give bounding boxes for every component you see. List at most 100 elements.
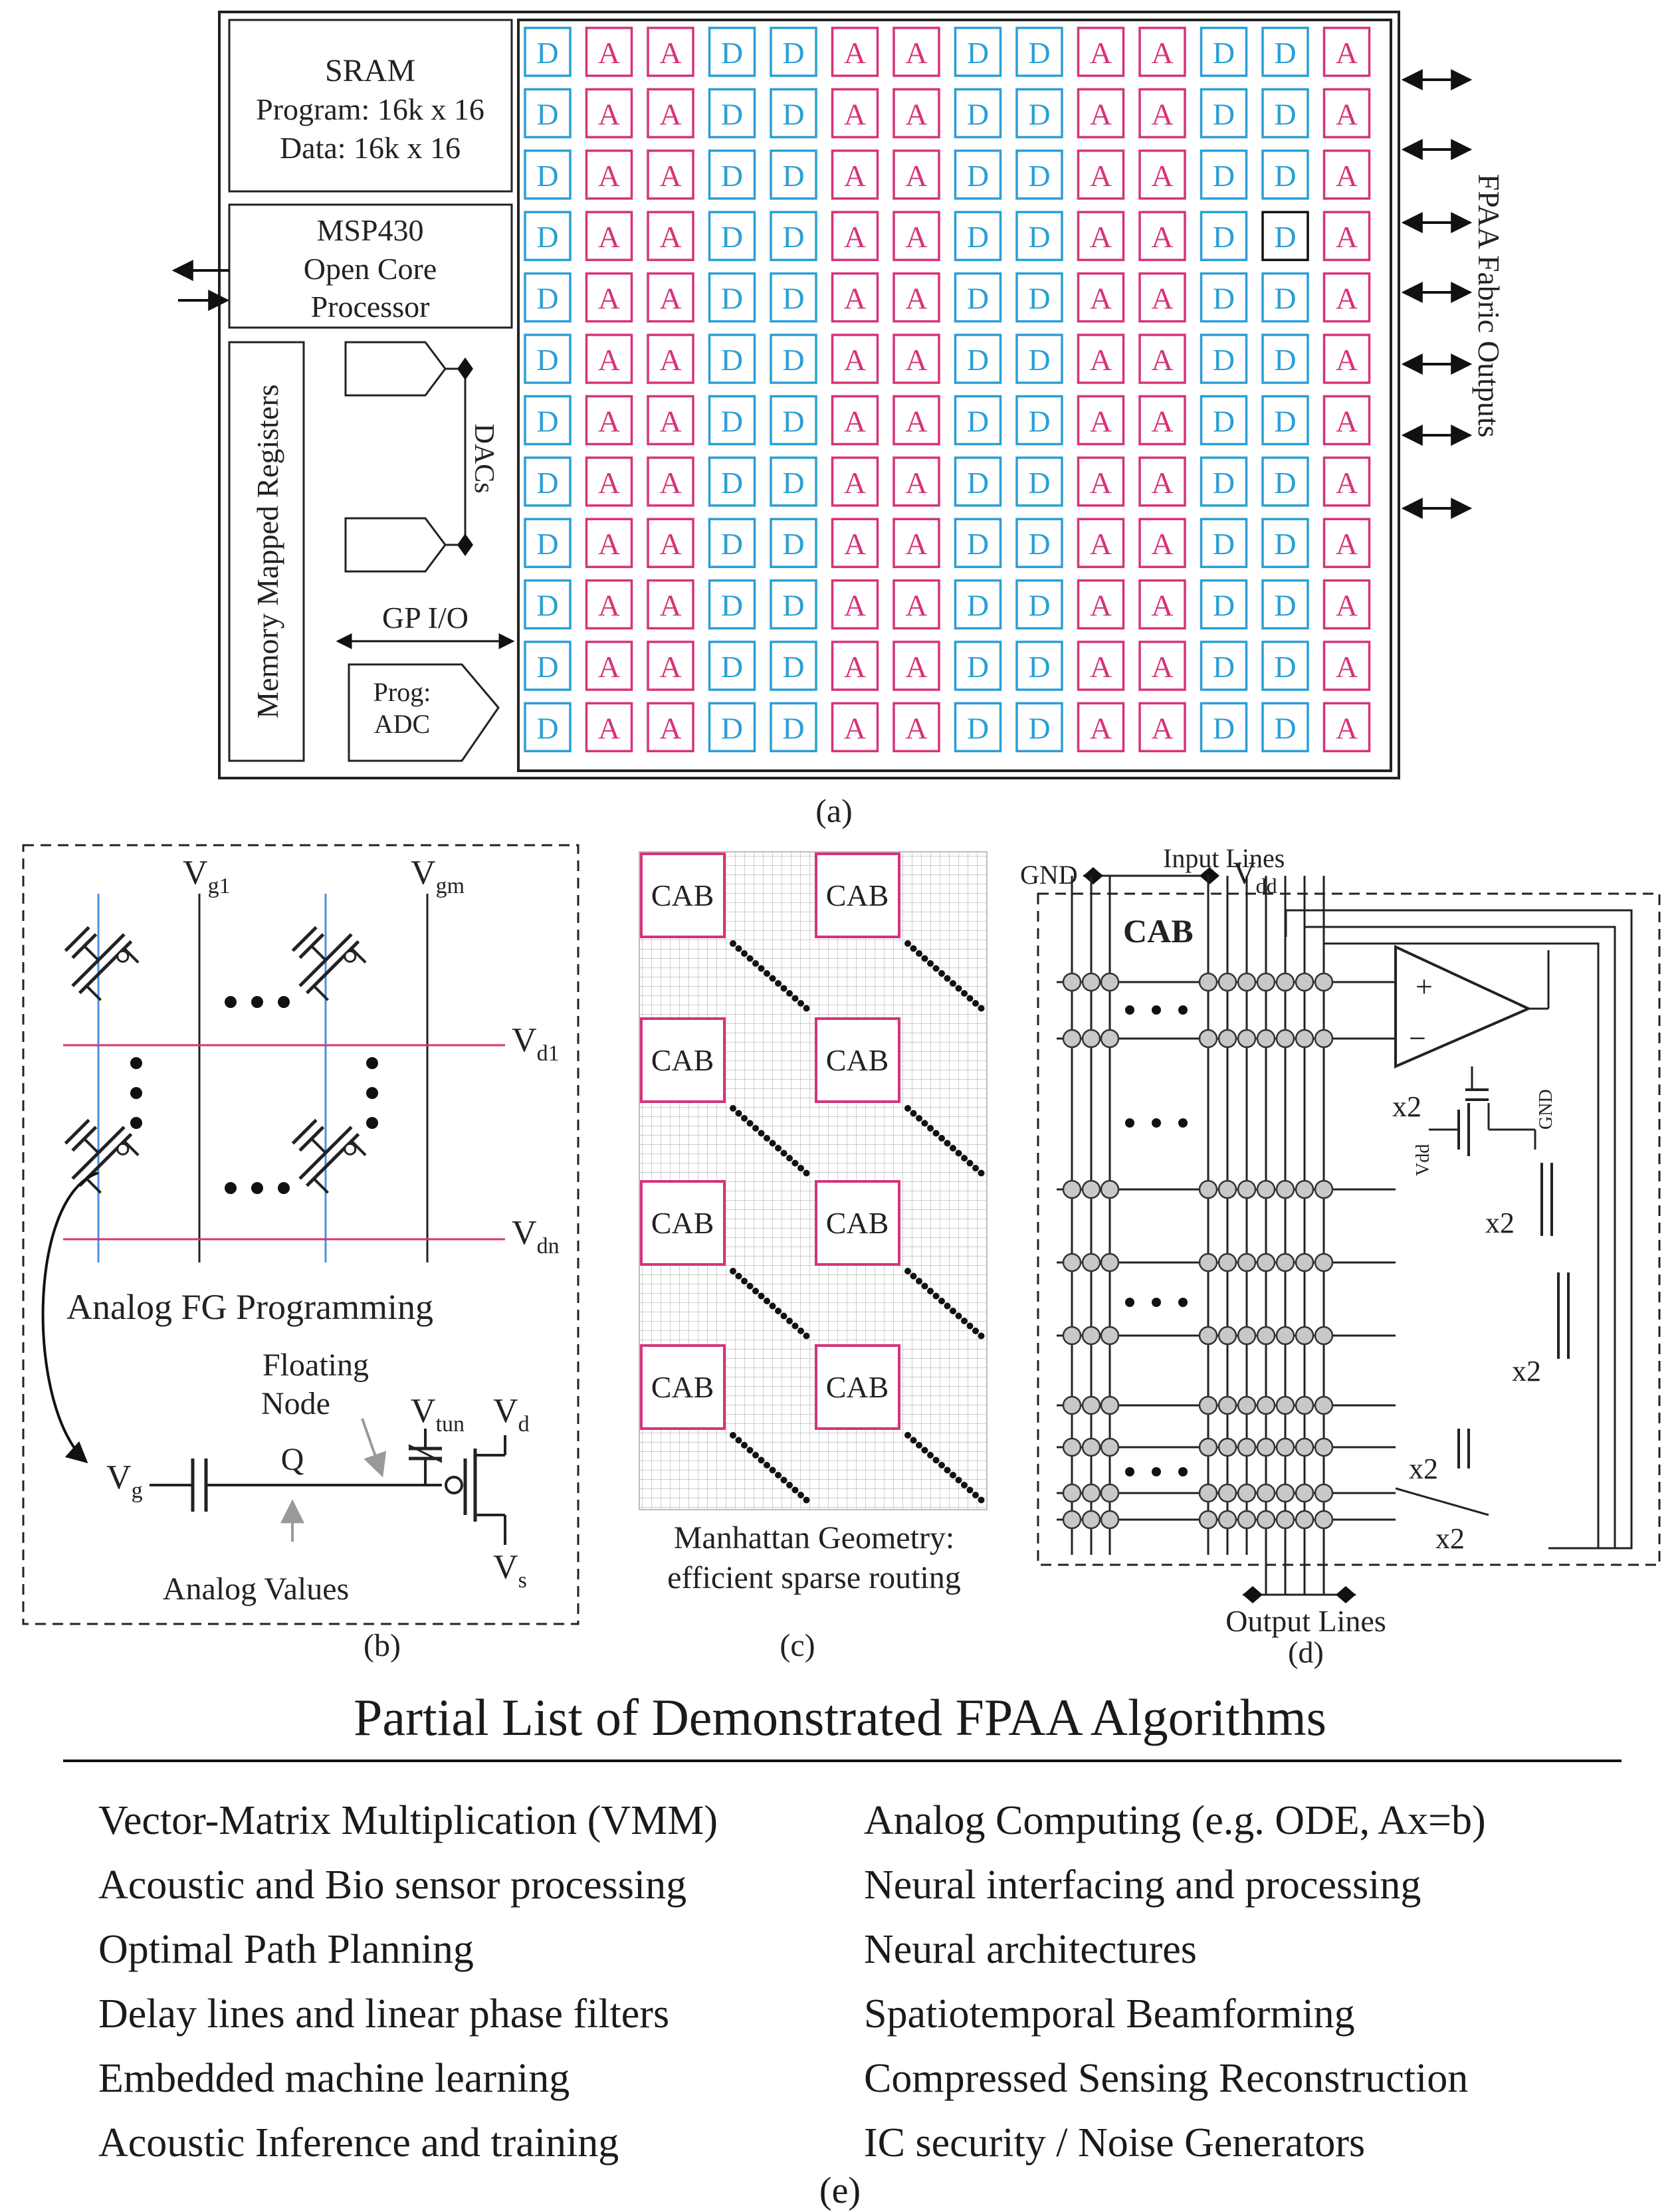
fabric-cell: [1322, 88, 1371, 139]
fabric-cell-label: D: [1213, 404, 1235, 438]
fabric-cell: [1200, 88, 1248, 139]
algorithm-item: Acoustic and Bio sensor processing: [98, 1862, 687, 1908]
cab-block-label: CAB: [826, 1206, 889, 1240]
switch-node: [1081, 1179, 1101, 1199]
fabric-cell: [1015, 395, 1063, 446]
adc-line2: ADC: [374, 709, 430, 739]
x2-label-1: x2: [1392, 1090, 1421, 1123]
fabric-cell: [831, 150, 879, 200]
switch-dot: [955, 1476, 962, 1484]
x2-label-5: x2: [1435, 1522, 1465, 1555]
analog-values-label: Analog Values: [163, 1571, 349, 1607]
fabric-cell-label: A: [1336, 282, 1358, 316]
fabric-cell-label: A: [1336, 220, 1358, 254]
fabric-cell-label: D: [967, 711, 989, 745]
fabric-cell-label: A: [905, 36, 927, 70]
switch-dot: [921, 1447, 928, 1454]
fabric-cell: [770, 150, 817, 200]
fabric-cell: [1322, 641, 1371, 691]
fabric-cell: [524, 702, 572, 753]
fabric-cell-label: A: [1336, 97, 1358, 131]
fabric-cell-label: A: [659, 589, 681, 623]
fabric-cell-label: A: [844, 282, 866, 316]
switch-dot: [791, 1322, 799, 1330]
fabric-cell-label: A: [1090, 650, 1112, 684]
fabric-cell: [1200, 518, 1248, 568]
fabric-cell: [647, 150, 694, 200]
switch-node: [1062, 1029, 1082, 1049]
cab-block-label: CAB: [651, 1043, 714, 1077]
fabric-cell: [1015, 641, 1063, 691]
fabric-cell: [954, 211, 1002, 261]
fabric-cell-label: A: [905, 343, 927, 377]
switch-node: [1314, 1029, 1334, 1049]
switch-node: [1237, 1510, 1257, 1530]
switch-dot: [752, 1125, 759, 1132]
fabric-cell: [647, 395, 694, 446]
fabric-cell-label: A: [905, 159, 927, 193]
switch-dot: [746, 1120, 754, 1127]
fabric-cell: [770, 27, 817, 77]
x2-label-3: x2: [1512, 1355, 1541, 1387]
switch-node: [1275, 1437, 1295, 1457]
fabric-cell-label: A: [844, 650, 866, 684]
fabric-cell-label: A: [1336, 589, 1358, 623]
switch-dot: [978, 1496, 985, 1504]
fabric-cell: [831, 518, 879, 568]
fabric-cell: [1015, 702, 1063, 753]
fabric-cell: [892, 211, 940, 261]
switch-node: [1217, 1437, 1237, 1457]
fabric-cell-label: A: [659, 36, 681, 70]
fabric-cell-label: A: [1151, 650, 1173, 684]
switch-node: [1100, 1029, 1120, 1049]
switch-dot: [910, 1437, 917, 1444]
switch-node: [1295, 1437, 1314, 1457]
switch-dot: [797, 1492, 804, 1498]
cpu-line3: Processor: [311, 290, 430, 324]
fabric-cell-label: A: [1151, 589, 1173, 623]
fabric-cell-label: D: [967, 466, 989, 500]
switch-node: [1256, 1437, 1276, 1457]
switch-dot: [758, 1292, 765, 1300]
fabric-cell-label: A: [1151, 159, 1173, 193]
fabric-cell-label: A: [905, 527, 927, 561]
fabric-cell: [1138, 150, 1186, 200]
switch-dot: [972, 1165, 979, 1171]
fabric-cell-label: D: [782, 159, 804, 193]
fabric-cell-label: A: [1090, 97, 1112, 131]
fabric-cell: [585, 641, 633, 691]
fabric-cell: [892, 641, 940, 691]
adc-block: [348, 663, 500, 762]
fabric-cell: [1015, 334, 1063, 384]
fabric-cell-label: A: [1151, 282, 1173, 316]
switch-node: [1198, 1437, 1218, 1457]
fabric-cell-label: A: [1090, 466, 1112, 500]
switch-dot: [735, 1272, 742, 1280]
fabric-cell: [954, 395, 1002, 446]
fabric-cell-label: A: [905, 282, 927, 316]
switch-dot: [978, 1169, 985, 1177]
switch-dot: [904, 1105, 911, 1112]
switch-node: [1198, 1029, 1218, 1049]
panel-b-frame: [22, 844, 579, 1625]
opamp-minus: −: [1409, 1021, 1426, 1055]
fabric-cell: [708, 150, 756, 200]
switch-node: [1062, 1510, 1082, 1530]
fabric-cell: [1138, 272, 1186, 323]
vd1-label: Vd1: [512, 1021, 560, 1066]
fabric-cell: [1200, 150, 1248, 200]
dacs-label: DACs: [469, 423, 499, 493]
switch-dot: [938, 1298, 945, 1304]
fabric-cell-label: D: [1213, 36, 1235, 70]
switch-dot: [746, 1447, 754, 1454]
switch-dot: [786, 1318, 793, 1324]
fabric-cell-label: D: [1028, 36, 1050, 70]
fabric-cell: [708, 395, 756, 446]
fabric-cell-label: D: [1274, 97, 1296, 131]
caption-d: (d): [1288, 1635, 1324, 1669]
fabric-cell-label: A: [1336, 527, 1358, 561]
fabric-cell-label: A: [905, 466, 927, 500]
fabric-cell: [831, 211, 879, 261]
curved-arrow: [41, 1171, 99, 1464]
